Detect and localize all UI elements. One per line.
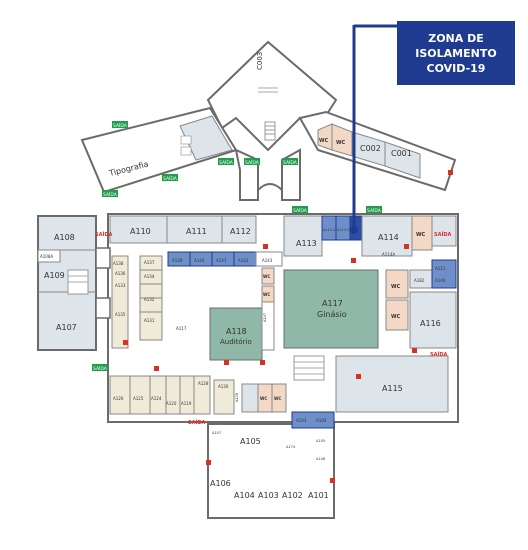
callout-line-1: ZONA DE: [428, 31, 484, 45]
label-a101: A101: [308, 491, 329, 500]
isolation-pointer-dot: [350, 226, 358, 234]
label-a124: A124: [151, 396, 162, 401]
exit-red-1: SAÍDA: [95, 230, 112, 238]
label-a119: A119: [181, 401, 192, 406]
exit-red-4: SAÍDA: [188, 418, 205, 426]
label-a106: A106: [210, 479, 231, 488]
room-a111: [166, 215, 223, 244]
wc-mid-2: WC: [263, 292, 270, 297]
label-a117: A117: [322, 299, 343, 308]
wc-right-2: WC: [391, 314, 401, 320]
label-a134: A134: [144, 274, 155, 279]
label-a174: A174: [286, 445, 296, 449]
label-a182: A182: [414, 278, 425, 283]
exit-sign-9: SAÍDA: [93, 365, 108, 372]
label-a115: A115: [382, 384, 403, 393]
label-a104-small: A104: [316, 418, 327, 423]
wc-bottom-1: WC: [260, 396, 267, 401]
exit-sign-5: SAÍDA: [245, 159, 260, 166]
wc-right-1: WC: [391, 284, 401, 290]
label-a110: A110: [130, 227, 151, 236]
exit-sign-6: SAÍDA: [283, 159, 298, 166]
wc-c-left: WC: [319, 138, 329, 144]
stairs-c003: [264, 121, 276, 141]
room-a118-auditorio: [209, 307, 263, 361]
emergency-exit-labels: SAÍDA SAÍDA SAÍDA SAÍDA: [95, 230, 451, 426]
label-a141: A141: [216, 258, 227, 263]
exit-sign-2: SAÍDA: [103, 191, 118, 198]
label-c001: C001: [391, 149, 412, 158]
label-a108: A108: [54, 233, 75, 242]
exit-sign-4: SAÍDA: [219, 159, 234, 166]
label-a109: A109: [44, 271, 65, 280]
label-ginasio: Ginásio: [317, 310, 347, 319]
wc-mid-1: WC: [263, 274, 270, 279]
label-a130: A130: [218, 384, 229, 389]
exit-sign-3: SAÍDA: [163, 175, 178, 182]
label-a108a: A108A: [40, 254, 53, 259]
label-a135: A135: [115, 312, 126, 317]
label-a131: A131: [144, 318, 155, 323]
label-a107: A107: [56, 323, 77, 332]
label-a138: A138: [113, 261, 124, 266]
label-a143: A143: [262, 258, 273, 263]
label-a102: A102: [282, 491, 303, 500]
wc-bottom-2: WC: [274, 396, 281, 401]
label-a125: A125: [133, 396, 144, 401]
label-a118: A118: [226, 327, 247, 336]
label-a103-small: A103: [296, 418, 307, 423]
room-a113: [283, 215, 323, 257]
exit-signs: SAÍDA SAÍDA SAÍDA SAÍDA SAÍDA SAÍDA SAÍD…: [92, 121, 382, 372]
label-a139: A139: [172, 258, 183, 263]
isolation-zone-callout: ZONA DE ISOLAMENTO COVID-19: [397, 21, 515, 85]
label-c003: C003: [256, 52, 264, 70]
label-a137: A137: [144, 260, 155, 265]
label-a142: A142: [238, 258, 249, 263]
exit-red-2: SAÍDA: [434, 230, 451, 238]
label-a126: A126: [113, 396, 124, 401]
label-a113-2: A113.2: [323, 228, 335, 232]
label-a112: A112: [230, 227, 251, 236]
label-a105-small: A105: [316, 439, 325, 443]
label-a136: A136: [115, 271, 126, 276]
exit-sign-1: SAÍDA: [113, 122, 128, 129]
label-c002: C002: [360, 144, 381, 153]
label-a113: A113: [296, 239, 317, 248]
label-a116: A116: [420, 319, 441, 328]
exit-sign-7: SAÍDA: [293, 207, 308, 214]
exit-sign-8: SAÍDA: [367, 207, 382, 214]
label-a107-small: A107: [212, 431, 221, 435]
room-a115: [335, 355, 449, 413]
label-a113-3: A113.3: [337, 228, 349, 232]
label-a114a: A114A: [382, 252, 395, 257]
label-a105: A105: [240, 437, 261, 446]
room-a117-ginasio: [283, 269, 379, 349]
label-a114: A114: [378, 233, 399, 242]
label-a133: A133: [115, 283, 126, 288]
label-a129: A129: [235, 393, 239, 402]
label-a146: A146: [435, 278, 446, 283]
room-a112: [221, 215, 257, 244]
label-a111: A111: [186, 227, 207, 236]
wc-c-right: WC: [336, 140, 346, 146]
label-a121: A121: [435, 266, 446, 271]
label-a117-small: A117: [176, 326, 187, 331]
label-a120: A120: [166, 401, 177, 406]
label-a128: A128: [198, 381, 209, 386]
wc-a114: WC: [416, 232, 426, 238]
label-a104: A104: [234, 491, 255, 500]
callout-line-3: COVID-19: [426, 61, 486, 75]
label-a132: A132: [144, 297, 155, 302]
label-a103: A103: [258, 491, 279, 500]
room-a116: [409, 291, 457, 349]
label-auditorio: Auditório: [220, 338, 252, 346]
callout-line-2: ISOLAMENTO: [415, 46, 497, 60]
label-a147: A147: [263, 313, 267, 322]
exit-red-3: SAÍDA: [430, 350, 447, 358]
label-a140: A140: [194, 258, 205, 263]
room-a114: [361, 215, 413, 257]
label-a106-small: A106: [316, 457, 325, 461]
